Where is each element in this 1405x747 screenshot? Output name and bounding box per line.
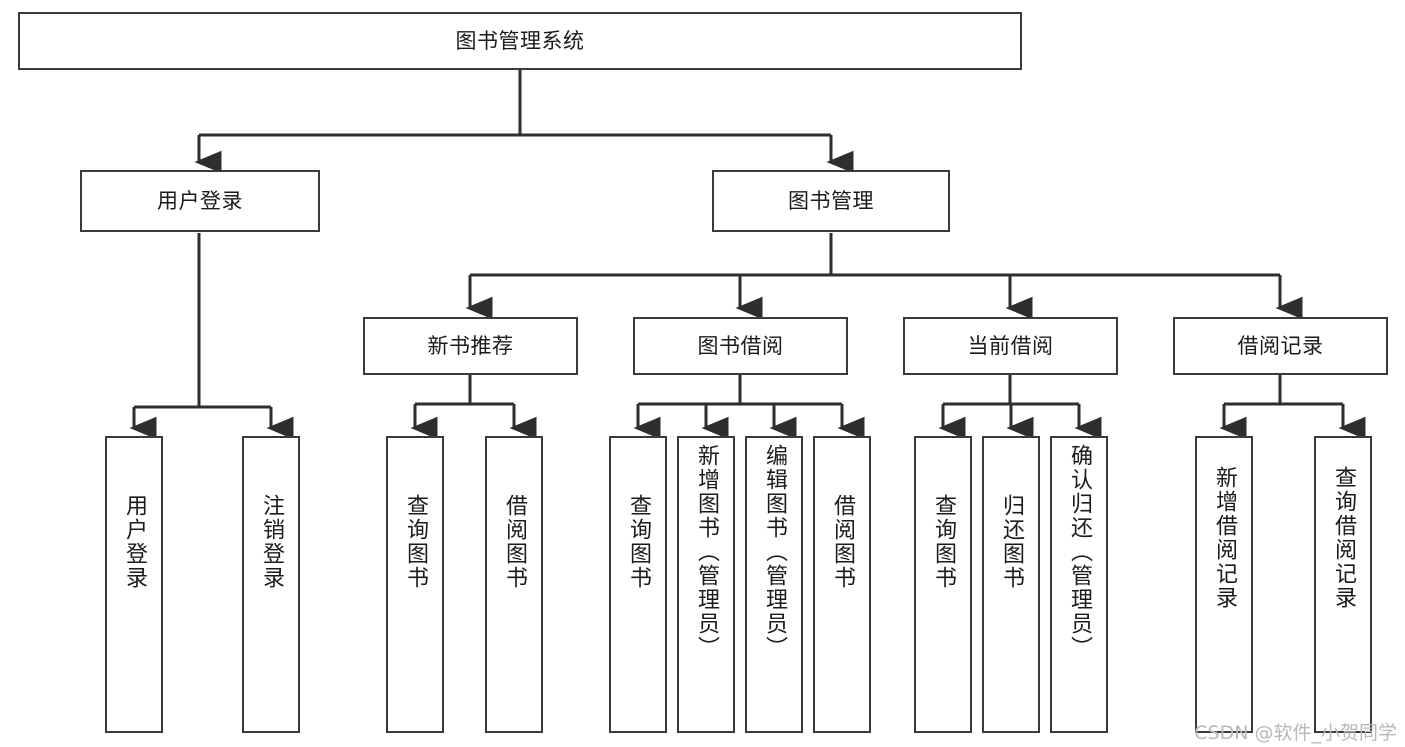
leaf-user-login-login-label: 用户登录 — [122, 494, 147, 590]
leaf-new-book-borrow[interactable]: 借阅图书 — [485, 436, 543, 733]
node-user-login[interactable]: 用户登录 — [80, 170, 320, 232]
node-current-borrow[interactable]: 当前借阅 — [903, 317, 1118, 375]
leaf-new-book-query[interactable]: 查询图书 — [386, 436, 444, 733]
leaf-book-borrow-edit-label: 编辑图书（管理员） — [762, 444, 787, 660]
node-borrow-record-label: 借阅记录 — [1237, 333, 1324, 358]
leaf-user-login-login[interactable]: 用户登录 — [105, 436, 163, 733]
node-book-management-label: 图书管理 — [788, 188, 874, 213]
leaf-borrow-record-query[interactable]: 查询借阅记录 — [1314, 436, 1372, 733]
leaf-user-login-logout-label: 注销登录 — [259, 494, 284, 590]
node-borrow-record[interactable]: 借阅记录 — [1173, 317, 1388, 375]
node-current-borrow-label: 当前借阅 — [967, 333, 1054, 358]
leaf-book-borrow-borrow-label: 借阅图书 — [830, 494, 855, 590]
node-book-borrow-label: 图书借阅 — [697, 333, 784, 358]
leaf-book-borrow-borrow[interactable]: 借阅图书 — [813, 436, 871, 733]
leaf-new-book-borrow-label: 借阅图书 — [502, 494, 527, 590]
leaf-current-borrow-confirm-label: 确认归还（管理员） — [1067, 444, 1092, 660]
node-root-label: 图书管理系统 — [455, 28, 585, 53]
node-new-book-recommend-label: 新书推荐 — [427, 333, 514, 358]
leaf-borrow-record-add[interactable]: 新增借阅记录 — [1195, 436, 1253, 733]
leaf-current-borrow-return[interactable]: 归还图书 — [982, 436, 1040, 733]
leaf-current-borrow-query[interactable]: 查询图书 — [914, 436, 972, 733]
node-root[interactable]: 图书管理系统 — [18, 12, 1022, 70]
node-user-login-label: 用户登录 — [157, 188, 243, 213]
leaf-book-borrow-add[interactable]: 新增图书（管理员） — [677, 436, 735, 733]
leaf-current-borrow-confirm[interactable]: 确认归还（管理员） — [1050, 436, 1108, 733]
node-new-book-recommend[interactable]: 新书推荐 — [363, 317, 578, 375]
leaf-current-borrow-return-label: 归还图书 — [999, 494, 1024, 590]
node-book-management[interactable]: 图书管理 — [712, 170, 950, 232]
leaf-book-borrow-edit[interactable]: 编辑图书（管理员） — [745, 436, 803, 733]
watermark-text: CSDN @软件_小贺同学 — [1194, 722, 1397, 744]
leaf-book-borrow-add-label: 新增图书（管理员） — [694, 444, 719, 660]
leaf-current-borrow-query-label: 查询图书 — [931, 494, 956, 590]
node-book-borrow[interactable]: 图书借阅 — [633, 317, 848, 375]
leaf-borrow-record-query-label: 查询借阅记录 — [1331, 466, 1356, 610]
leaf-new-book-query-label: 查询图书 — [403, 494, 428, 590]
leaf-book-borrow-query[interactable]: 查询图书 — [609, 436, 667, 733]
leaf-user-login-logout[interactable]: 注销登录 — [242, 436, 300, 733]
leaf-book-borrow-query-label: 查询图书 — [626, 494, 651, 590]
leaf-borrow-record-add-label: 新增借阅记录 — [1212, 466, 1237, 610]
